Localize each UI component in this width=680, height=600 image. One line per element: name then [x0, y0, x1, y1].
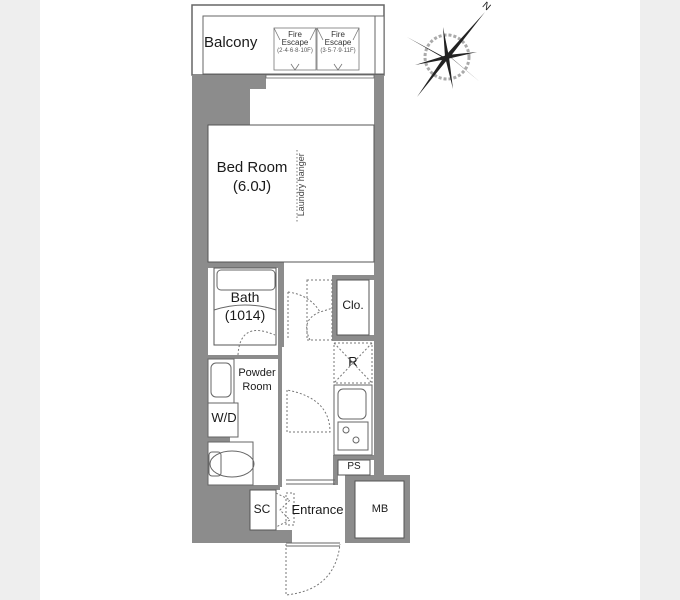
- fire-escape-2-line2: Escape: [324, 38, 352, 48]
- bathtub: [213, 269, 277, 311]
- fire-escape-hatches: [273, 27, 360, 71]
- closet-label: Clo.: [342, 298, 364, 312]
- washer-dryer-label: W/D: [211, 410, 237, 425]
- powder-room-fixtures: [207, 358, 255, 486]
- walls: [192, 74, 410, 543]
- bedroom-name: Bed Room: [216, 159, 288, 176]
- refrigerator-space: [333, 342, 373, 384]
- balcony-label: Balcony: [204, 34, 258, 51]
- fire-escape-1-label: Fire Escape (2·4·6·8·10F): [275, 30, 315, 54]
- kitchen-counter: [333, 384, 373, 456]
- fire-escape-2-line1: Fire: [331, 30, 345, 39]
- bath-label: Bath (1014): [214, 290, 276, 322]
- bath-size: (1014): [224, 306, 266, 323]
- room-outlines: [207, 124, 405, 539]
- entrance-label: Entrance: [291, 502, 344, 517]
- powder-room-line2: Room: [242, 380, 272, 393]
- shoe-closet-label: SC: [253, 502, 271, 516]
- right-margin-panel: [640, 0, 680, 600]
- door-swings: [237, 279, 341, 596]
- laundry-hanger-label: Laundry hanger: [295, 153, 306, 217]
- fire-escape-1-line2: Escape: [281, 38, 309, 48]
- bedroom-label: Bed Room (6.0J): [208, 160, 296, 195]
- fire-escape-1-floors: (2·4·6·8·10F): [277, 47, 313, 54]
- fire-escape-1-line1: Fire: [288, 30, 302, 39]
- bath-name: Bath: [230, 289, 260, 305]
- fire-escape-2-label: Fire Escape (3·5·7·9·11F): [318, 30, 358, 54]
- compass-rose-icon: [407, 12, 485, 97]
- meter-box-label: MB: [371, 503, 389, 515]
- entrance-step: [286, 479, 340, 547]
- refrigerator-label: R: [348, 354, 358, 369]
- pipe-space-label: PS: [347, 461, 361, 472]
- powder-room-label: Powder Room: [234, 367, 280, 393]
- left-margin-panel: [0, 0, 40, 600]
- balcony-area: [191, 4, 385, 76]
- powder-room-line1: Powder: [238, 367, 276, 379]
- fire-escape-2-floors: (3·5·7·9·11F): [320, 47, 356, 54]
- bedroom-size: (6.0J): [232, 177, 272, 195]
